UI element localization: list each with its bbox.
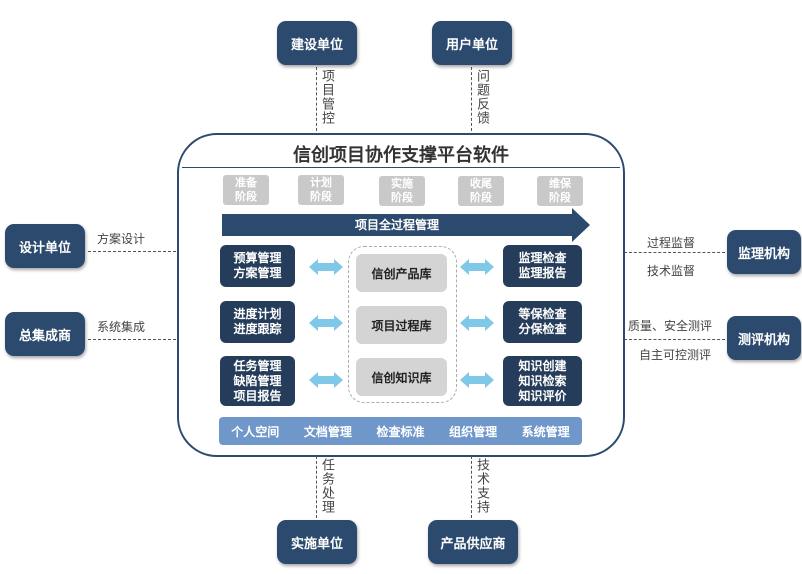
title-divider [182, 167, 620, 168]
system-management-item: 系统管理 [521, 424, 570, 439]
process-supervision-label: 过程监督 [647, 236, 696, 250]
technical-supervision-label: 技术监督 [647, 264, 696, 278]
classified-protection-module: 等保检查分保检查 [503, 301, 582, 343]
personal-space-item: 个人空间 [231, 424, 280, 439]
double-arrow-left-2 [309, 315, 343, 331]
knowledge-library: 信创知识库 [356, 358, 447, 396]
inspection-standard-item: 检查标准 [376, 424, 425, 439]
testing-agency-node: 测评机构 [727, 316, 801, 360]
library-group [348, 246, 457, 403]
phase-implement: 实施阶段 [379, 176, 425, 206]
issue-feedback-label: 问题反馈 [474, 69, 489, 125]
phase-closeout: 收尾阶段 [458, 176, 504, 206]
phase-maintenance: 维保阶段 [537, 176, 583, 206]
task-handling-label: 任务处理 [319, 458, 334, 514]
double-arrow-right-1 [460, 259, 494, 275]
autonomy-test-label: 自主可控测评 [639, 348, 712, 362]
document-management-item: 文档管理 [303, 424, 352, 439]
phase-prepare: 准备阶段 [223, 175, 269, 205]
double-arrow-left-3 [309, 372, 343, 388]
general-integrator-node: 总集成商 [5, 312, 85, 356]
connector-left-lower [88, 339, 176, 340]
process-arrow [222, 214, 572, 236]
connector-top-left [316, 67, 317, 131]
system-functions-bar: 个人空间 文档管理 检查标准 组织管理 系统管理 [219, 417, 582, 445]
process-library: 项目过程库 [356, 306, 447, 344]
solution-design-label: 方案设计 [97, 232, 146, 246]
construction-unit-node: 建设单位 [277, 21, 357, 65]
supervision-agency-node: 监理机构 [727, 230, 801, 274]
project-control-label: 项目管控 [319, 69, 334, 125]
supervision-check-module: 监理检查监理报告 [503, 245, 582, 287]
schedule-module: 进度计划进度跟踪 [220, 301, 295, 343]
connector-left-upper [88, 251, 176, 252]
connector-right-upper [624, 252, 725, 253]
connector-top-right [471, 67, 472, 131]
user-unit-node: 用户单位 [432, 21, 512, 65]
double-arrow-right-3 [460, 372, 494, 388]
technical-support-label: 技术支持 [474, 458, 489, 514]
process-arrow-head [572, 208, 590, 242]
process-arrow-label: 项目全过程管理 [354, 218, 439, 232]
double-arrow-right-2 [460, 315, 494, 331]
system-integration-label: 系统集成 [97, 320, 146, 334]
product-supplier-node: 产品供应商 [428, 520, 518, 564]
implementation-unit-node: 实施单位 [277, 520, 357, 564]
connector-bottom-left [316, 456, 317, 518]
double-arrow-left-1 [309, 259, 343, 275]
design-unit-node: 设计单位 [5, 224, 85, 268]
product-library: 信创产品库 [356, 254, 447, 292]
phase-plan: 计划阶段 [298, 175, 344, 205]
quality-security-test-label: 质量、安全测评 [628, 319, 713, 333]
platform-title: 信创项目协作支撑平台软件 [293, 145, 509, 166]
task-defect-report-module: 任务管理缺陷管理项目报告 [220, 356, 295, 406]
organization-management-item: 组织管理 [449, 424, 498, 439]
knowledge-module: 知识创建知识检索知识评价 [503, 356, 582, 406]
budget-solution-module: 预算管理方案管理 [220, 245, 295, 287]
connector-right-lower [624, 339, 725, 340]
connector-bottom-right [471, 456, 472, 518]
